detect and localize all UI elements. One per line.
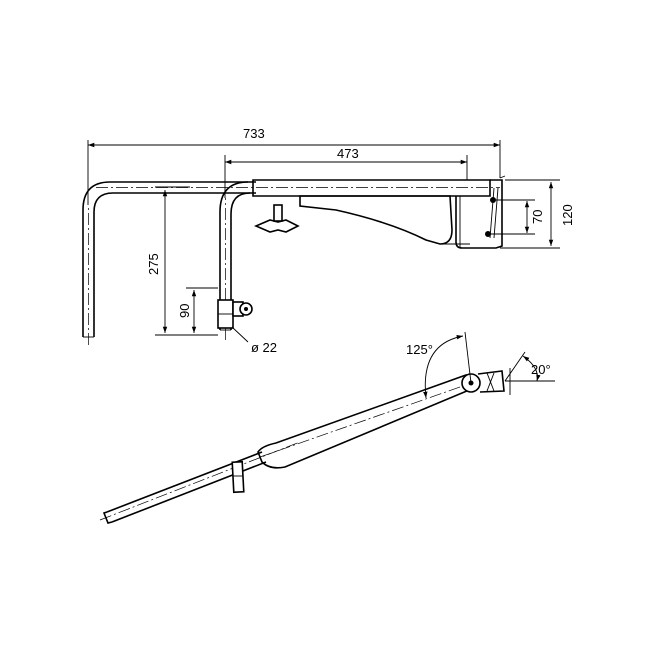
dim-120-label: 120 bbox=[560, 204, 575, 226]
dim-70-label: 70 bbox=[530, 210, 545, 224]
angle-20-label: 20° bbox=[531, 362, 551, 377]
dim-473-label: 473 bbox=[337, 146, 359, 161]
dimension-bracket-height: 120 bbox=[500, 179, 575, 249]
dim-90-label: 90 bbox=[177, 304, 192, 318]
diameter-callout: ø 22 bbox=[231, 326, 277, 355]
wing-knob bbox=[253, 204, 300, 233]
side-elevation-view: 733 473 120 70 275 bbox=[82, 126, 575, 355]
dimension-clamp-height: 90 bbox=[177, 287, 218, 333]
angle-20-indicator: 20° bbox=[504, 351, 555, 382]
dimension-arm-length: 473 bbox=[224, 146, 468, 198]
angle-125-indicator: 125° bbox=[406, 331, 472, 399]
dim-733-label: 733 bbox=[243, 126, 265, 141]
dim-275-label: 275 bbox=[146, 253, 161, 275]
mounting-bracket bbox=[455, 175, 506, 249]
angled-main-arm bbox=[257, 374, 481, 469]
angled-rod-clamp bbox=[231, 460, 245, 494]
angled-arm-view: 125° 20° bbox=[99, 331, 555, 524]
mounting-hole-bottom bbox=[485, 231, 491, 237]
pivot-head bbox=[461, 368, 511, 395]
dimension-hole-spacing: 70 bbox=[491, 199, 545, 235]
rod-clamp bbox=[217, 299, 253, 329]
angled-thin-rod bbox=[99, 441, 301, 524]
outer-rod bbox=[82, 181, 256, 345]
dim-diameter-label: ø 22 bbox=[251, 340, 277, 355]
dimension-overall-length: 733 bbox=[87, 126, 501, 205]
main-arm bbox=[252, 179, 491, 245]
angle-125-label: 125° bbox=[406, 342, 433, 357]
dimension-drop-height: 275 bbox=[146, 186, 218, 336]
mounting-hole-top bbox=[490, 197, 496, 203]
